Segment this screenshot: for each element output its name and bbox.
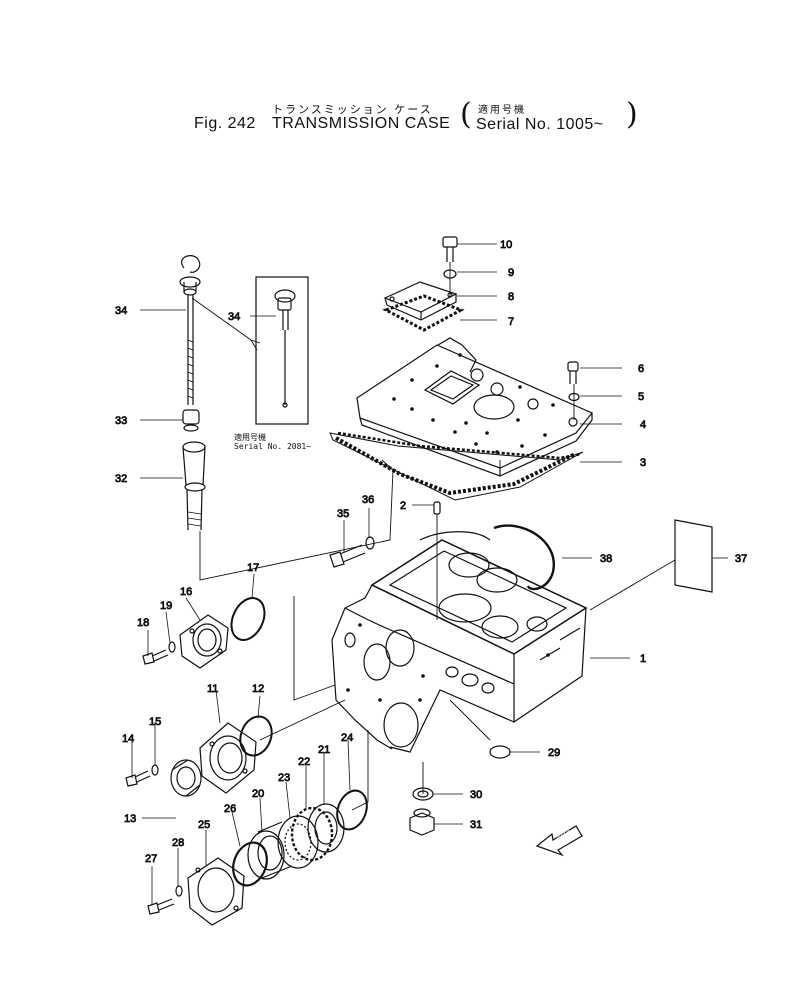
label-14: 14 — [122, 733, 134, 745]
bolt-35 — [329, 544, 366, 568]
label-9: 9 — [508, 267, 514, 279]
dipstick — [179, 255, 201, 405]
label-3: 3 — [640, 457, 646, 469]
shim-21 — [307, 803, 345, 853]
rear-cover-25 — [187, 857, 245, 926]
label-21: 21 — [318, 744, 330, 756]
label-2: 2 — [400, 500, 406, 512]
inset-box — [255, 276, 309, 425]
dipstick-guide — [182, 409, 200, 432]
inspection-gasket — [382, 294, 465, 332]
washer-15 — [151, 764, 159, 776]
label-26: 26 — [224, 803, 236, 815]
label-38: 38 — [600, 553, 612, 565]
o-ring-26 — [232, 841, 268, 887]
transmission-case — [331, 531, 588, 753]
open-paren: ( — [460, 97, 472, 132]
label-36: 36 — [362, 494, 374, 506]
label-34: 34 — [115, 305, 127, 317]
title-english: TRANSMISSION CASE — [272, 115, 451, 132]
top-cover-plate — [356, 337, 593, 477]
title-japanese: トランスミッション ケース — [272, 103, 433, 116]
label-32: 32 — [115, 473, 127, 485]
dowel-pin — [433, 501, 441, 515]
o-ring-38 — [493, 524, 555, 591]
label-18: 18 — [137, 617, 149, 629]
washer-36 — [365, 536, 375, 550]
label-16: 16 — [180, 586, 192, 598]
front-direction-arrow — [535, 825, 583, 857]
label-25: 25 — [198, 819, 210, 831]
bolt-10 — [442, 236, 458, 262]
label-8: 8 — [508, 291, 514, 303]
label-33: 33 — [115, 415, 127, 427]
label-1: 1 — [640, 653, 646, 665]
figure-number: Fig. 242 — [194, 115, 256, 132]
label-23: 23 — [278, 772, 290, 784]
gasket-3 — [329, 431, 584, 501]
assembly-lines — [191, 262, 676, 811]
label-6: 6 — [638, 363, 644, 375]
label-30: 30 — [470, 789, 482, 801]
bolt-18 — [142, 649, 169, 665]
serial-japanese: 適用号機 — [478, 105, 526, 116]
label-24: 24 — [341, 732, 353, 744]
bolt-27 — [147, 898, 175, 915]
label-7: 7 — [508, 316, 514, 328]
label-34-inset: 34 — [228, 311, 240, 323]
o-ring-17 — [230, 597, 266, 641]
inset-serial-japanese: 適用号機 — [234, 433, 266, 442]
bolt-6 — [567, 361, 579, 384]
label-11: 11 — [207, 683, 218, 695]
label-4: 4 — [640, 419, 646, 431]
bearing-cover-16 — [179, 614, 229, 669]
bolt-14 — [125, 770, 151, 787]
label-29: 29 — [548, 747, 560, 759]
label-15: 15 — [149, 716, 161, 728]
name-plate — [674, 519, 713, 593]
part-labels: 10 9 8 7 6 5 4 3 1 38 37 29 30 31 34 34 … — [115, 239, 748, 905]
label-12: 12 — [252, 683, 264, 695]
retainer-20 — [247, 821, 293, 880]
close-paren: ) — [626, 97, 638, 132]
gasket-22 — [290, 806, 334, 862]
label-27: 27 — [145, 853, 157, 865]
plug-29 — [489, 745, 511, 759]
washer-28 — [175, 885, 183, 897]
oil-seal-13 — [170, 759, 202, 797]
label-17: 17 — [247, 562, 259, 574]
o-ring-24 — [336, 789, 368, 831]
filler-tube — [182, 441, 206, 531]
bearing-cover-11 — [199, 722, 257, 794]
serial-range: Serial No. 1005~ — [476, 116, 604, 133]
label-13: 13 — [124, 813, 136, 825]
label-10: 10 — [500, 239, 512, 251]
label-31: 31 — [470, 819, 482, 831]
label-5: 5 — [638, 391, 644, 403]
label-35: 35 — [337, 508, 349, 520]
label-20: 20 — [252, 788, 264, 800]
inspection-cover — [383, 281, 458, 321]
washer-19 — [168, 641, 176, 653]
label-22: 22 — [298, 756, 310, 768]
label-37: 37 — [735, 553, 747, 565]
inset-serial-range: Serial No. 2081~ — [234, 442, 312, 451]
drain-plug-31 — [409, 808, 435, 836]
o-ring-12 — [239, 715, 273, 757]
label-28: 28 — [172, 837, 184, 849]
label-19: 19 — [160, 600, 172, 612]
